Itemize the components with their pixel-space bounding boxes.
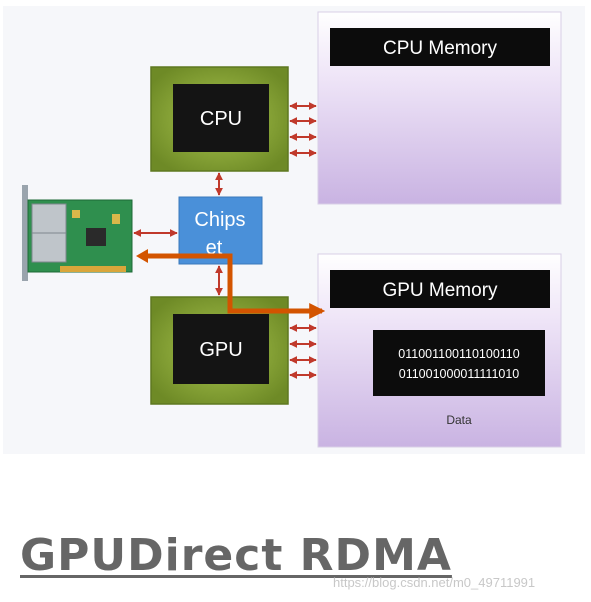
gpudirect-rdma-diagram: CPU Memory GPU Memory 011001100110100110… — [22, 11, 562, 448]
gpu-memory-block: GPU Memory 011001100110100110 0110010000… — [317, 253, 562, 448]
cpu-label: CPU — [200, 108, 242, 130]
gpu-memory-label: GPU Memory — [382, 280, 498, 301]
binary-line-2: 011001000011111010 — [399, 367, 520, 381]
data-binary-box — [373, 330, 545, 396]
cpu-memory-bus-arrows — [289, 102, 317, 157]
page-title: GPUDirect RDMA — [20, 530, 452, 581]
cpu-memory-label: CPU Memory — [383, 38, 498, 59]
cpu-memory-block: CPU Memory — [317, 11, 562, 205]
chipset-block: Chips et — [178, 196, 263, 265]
cpu-chip: CPU — [150, 66, 289, 172]
network-card-image — [22, 185, 133, 281]
gpu-label: GPU — [199, 339, 242, 361]
binary-line-1: 011001100110100110 — [398, 347, 519, 361]
rdma-data-path-arrow — [140, 253, 326, 320]
data-label: Data — [446, 413, 472, 427]
gpu-memory-bus-arrows — [289, 324, 317, 379]
gpu-chip: GPU — [150, 296, 289, 405]
watermark-url: https://blog.csdn.net/m0_49711991 — [333, 575, 536, 590]
rdma-path-start-arrowhead — [136, 249, 148, 263]
chipset-label-line-1: Chips — [194, 209, 245, 231]
